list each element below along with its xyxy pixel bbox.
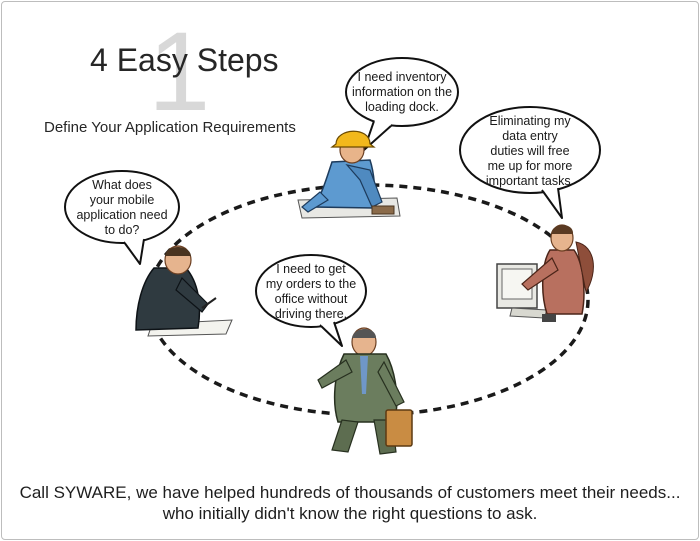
page-subtitle: Define Your Application Requirements [44,119,296,136]
salesman-figure [317,327,413,455]
warehouse-worker-figure [297,130,401,219]
bubble-text-clerk: Eliminating my data entry duties will fr… [485,114,575,188]
page-title: 4 Easy Steps [90,42,279,78]
office-clerk-figure [496,224,594,322]
writer-figure [135,245,233,337]
footer-line-1: Call SYWARE, we have helped hundreds of … [19,483,681,502]
speech-bubble-warehouse [345,57,459,151]
speech-bubble-salesman [255,254,367,347]
bubble-text-salesman: I need to get my orders to the office wi… [265,262,357,321]
bubble-text-warehouse: I need inventory information on the load… [351,70,453,114]
speech-bubble-writer [64,170,180,265]
speech-bubble-clerk [459,106,601,219]
step-number-watermark: 1 [148,9,211,134]
footer-line-2: who initially didn't know the right ques… [162,504,538,523]
bubble-text-writer: What does your mobile application need t… [76,178,168,237]
